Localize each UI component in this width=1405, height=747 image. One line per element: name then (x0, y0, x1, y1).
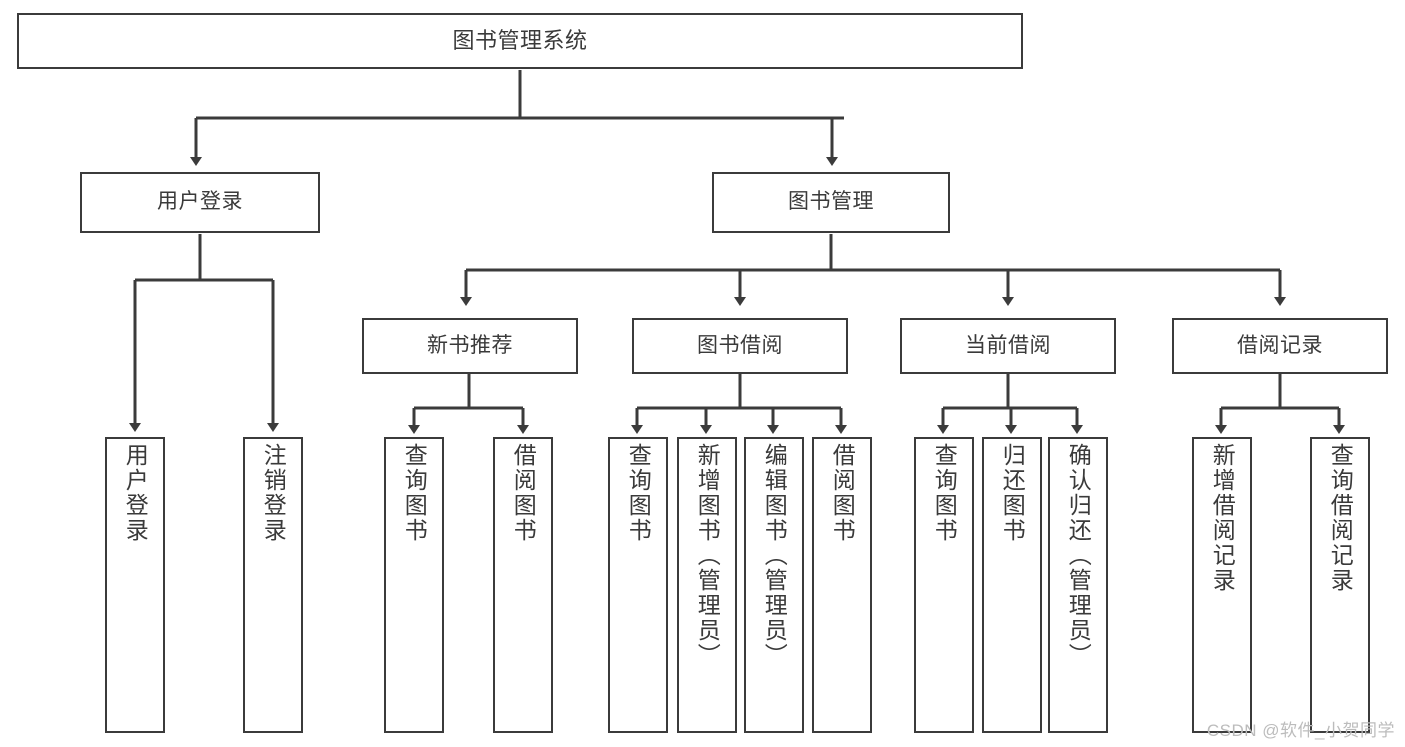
node-current-borrow[interactable]: 当前借阅 (900, 318, 1116, 374)
leaf-current-borrow-confirm-return[interactable]: 确认归还（管理员） (1048, 437, 1108, 733)
leaf-borrow-record-query[interactable]: 查询借阅记录 (1310, 437, 1370, 733)
leaf-book-borrow-add[interactable]: 新增图书（管理员） (677, 437, 737, 733)
node-user-login[interactable]: 用户登录 (80, 172, 320, 233)
node-label: 查询图书 (625, 443, 652, 543)
node-root-system[interactable]: 图书管理系统 (17, 13, 1023, 69)
node-label: 借阅图书 (829, 443, 856, 543)
node-label: 图书管理系统 (452, 28, 588, 54)
node-label: 归还图书 (999, 443, 1026, 543)
leaf-book-borrow-edit[interactable]: 编辑图书（管理员） (744, 437, 804, 733)
node-label: 新增图书（管理员） (694, 443, 721, 668)
leaf-book-borrow-query[interactable]: 查询图书 (608, 437, 668, 733)
leaf-current-borrow-return[interactable]: 归还图书 (982, 437, 1042, 733)
node-borrow-record[interactable]: 借阅记录 (1172, 318, 1388, 374)
node-label: 借阅图书 (510, 443, 537, 543)
node-label: 借阅记录 (1237, 333, 1323, 357)
node-new-book-recommend[interactable]: 新书推荐 (362, 318, 578, 374)
node-label: 当前借阅 (965, 333, 1051, 357)
node-label: 图书管理 (788, 190, 874, 214)
node-label: 查询借阅记录 (1327, 443, 1354, 593)
node-label: 用户登录 (122, 443, 149, 543)
node-label: 编辑图书（管理员） (761, 443, 788, 668)
node-book-manage[interactable]: 图书管理 (712, 172, 950, 233)
leaf-new-book-borrow[interactable]: 借阅图书 (493, 437, 553, 733)
leaf-current-borrow-query[interactable]: 查询图书 (914, 437, 974, 733)
node-label: 查询图书 (401, 443, 428, 543)
leaf-user-login-login[interactable]: 用户登录 (105, 437, 165, 733)
node-label: 新增借阅记录 (1209, 443, 1236, 593)
node-label: 确认归还（管理员） (1065, 443, 1092, 668)
node-label: 新书推荐 (427, 333, 513, 357)
leaf-new-book-query[interactable]: 查询图书 (384, 437, 444, 733)
node-label: 用户登录 (157, 190, 243, 214)
node-label: 查询图书 (931, 443, 958, 543)
node-book-borrow[interactable]: 图书借阅 (632, 318, 848, 374)
leaf-book-borrow-borrow[interactable]: 借阅图书 (812, 437, 872, 733)
leaf-user-login-logout[interactable]: 注销登录 (243, 437, 303, 733)
watermark-text: CSDN @软件_小贺同学 (1206, 721, 1395, 740)
node-label: 图书借阅 (697, 333, 783, 357)
node-label: 注销登录 (260, 443, 287, 543)
leaf-borrow-record-add[interactable]: 新增借阅记录 (1192, 437, 1252, 733)
